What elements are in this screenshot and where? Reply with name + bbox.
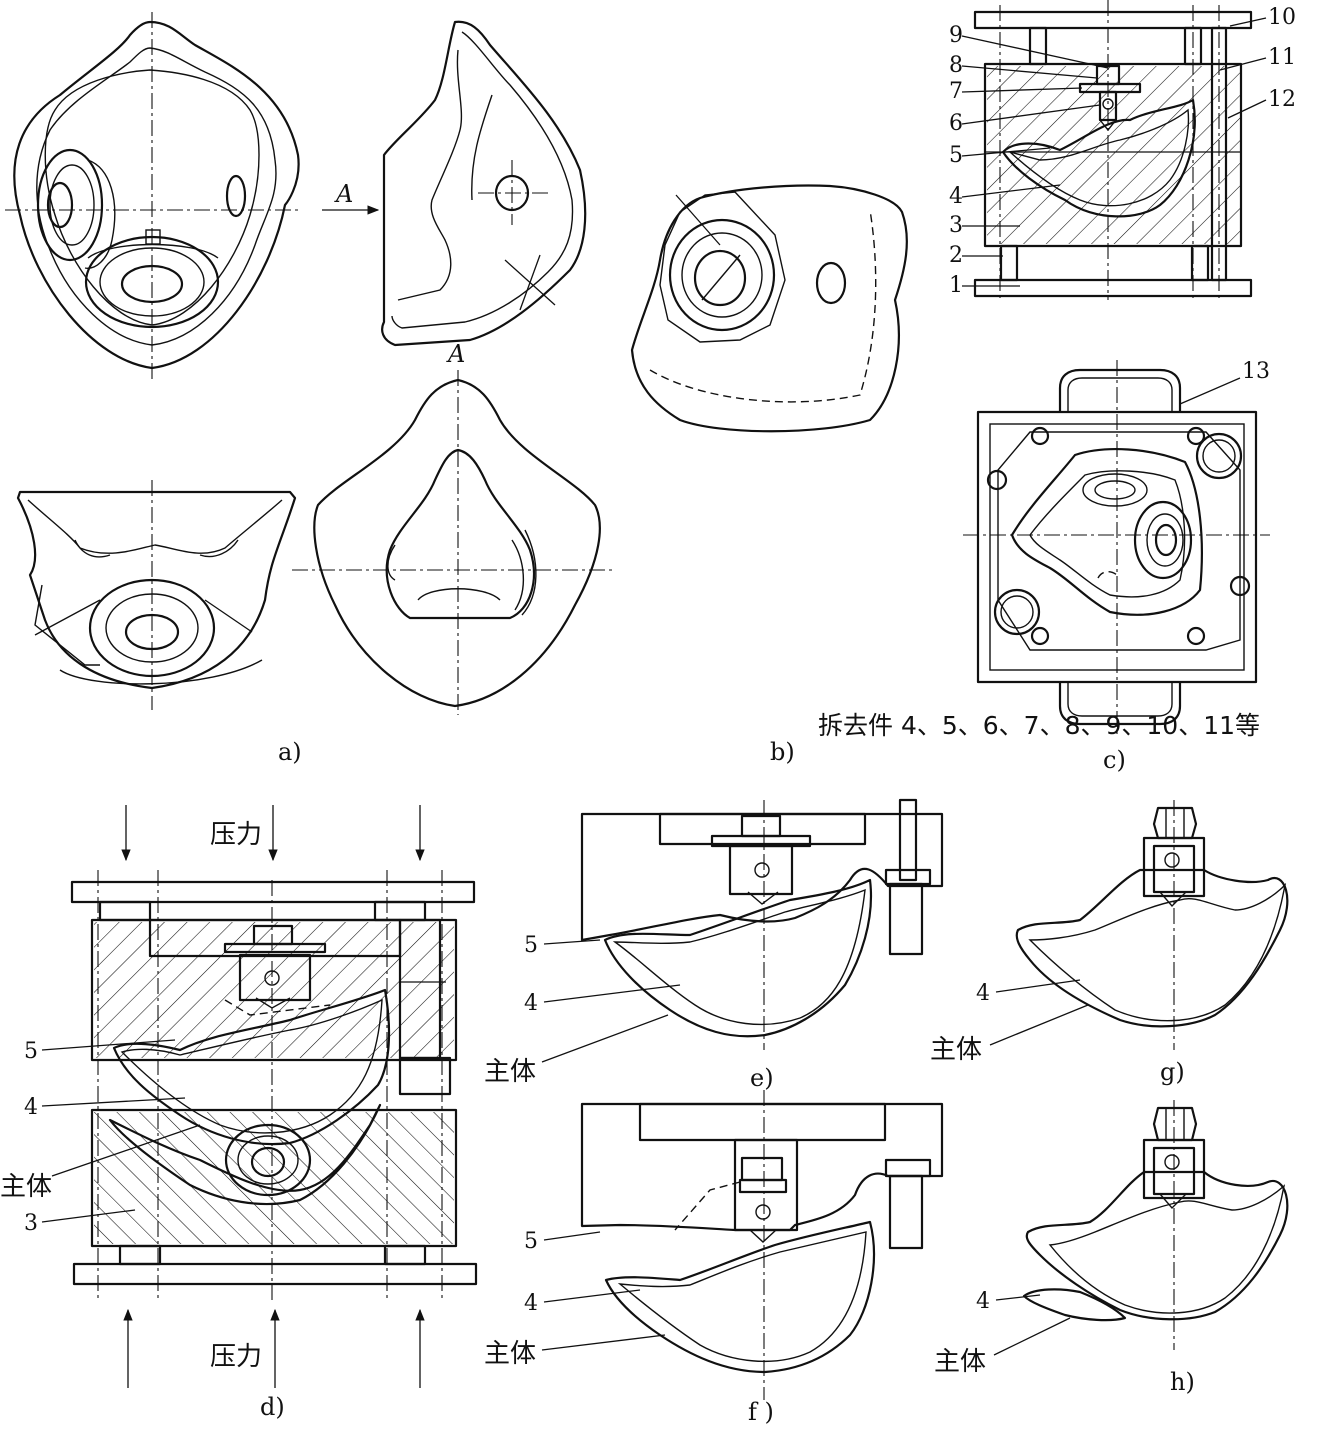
caption-g: g)	[1160, 1058, 1185, 1086]
callout-d-4: 4	[24, 1095, 38, 1120]
note-c: 拆去件 4、5、6、7、8、9、10、11等	[818, 711, 1260, 740]
callout-d-3: 3	[24, 1211, 38, 1236]
part-6-label: 6	[949, 111, 963, 136]
callout-d-5: 5	[24, 1039, 38, 1064]
part-callouts-e: 5 4 主体	[484, 933, 681, 1087]
main-body-label-d: 主体	[0, 1172, 52, 1202]
part-callouts-f: 5 4 主体	[484, 1229, 666, 1369]
caption-f: f )	[748, 1398, 774, 1426]
panel-b: b)	[630, 184, 908, 766]
part-13-label: 13	[1242, 359, 1270, 384]
part-7-label: 7	[949, 79, 963, 104]
part-2-label: 2	[949, 243, 963, 268]
caption-e: e)	[750, 1064, 774, 1092]
force-arrows-top: 压力	[121, 805, 425, 862]
callout-e-4: 4	[524, 991, 538, 1016]
mold-section: 1 2 3 4 5 6 7 8 9 10 11	[949, 0, 1296, 300]
callout-f-4: 4	[524, 1291, 538, 1316]
part-callouts-c: 1 2 3 4 5 6 7 8 9 10 11	[949, 5, 1296, 298]
panel-a: A	[5, 12, 612, 766]
callout-f-5: 5	[524, 1229, 538, 1254]
mask-side-view	[381, 20, 587, 347]
main-body-label-e: 主体	[484, 1057, 536, 1087]
panel-e: 5 4 主体 e)	[484, 798, 944, 1092]
part-callouts-d: 5 4 主体 3	[0, 1039, 201, 1236]
panel-h: 4 主体 h)	[934, 1100, 1289, 1396]
caption-a: a)	[278, 738, 302, 766]
main-body-label-h: 主体	[934, 1347, 986, 1377]
main-body-label-g: 主体	[930, 1035, 982, 1065]
view-label-a: A	[334, 180, 353, 208]
panel-c: 1 2 3 4 5 6 7 8 9 10 11	[818, 0, 1296, 774]
caption-b: b)	[770, 738, 795, 766]
part-3-label: 3	[949, 213, 963, 238]
callout-h-4: 4	[976, 1289, 990, 1314]
section-label-a: A	[446, 340, 465, 368]
view-arrow-a: A	[322, 180, 380, 215]
part-4-label: 4	[949, 184, 963, 209]
part-12-label: 12	[1268, 87, 1296, 112]
callout-g-4: 4	[976, 981, 990, 1006]
part-callouts-h: 4 主体	[934, 1289, 1071, 1377]
caption-h: h)	[1170, 1368, 1195, 1396]
part-1-label: 1	[949, 273, 963, 298]
force-arrows-bottom: 压力	[123, 1308, 425, 1388]
panel-f: 5 4 主体 f )	[484, 1090, 944, 1426]
part-9-label: 9	[949, 23, 963, 48]
part-callouts-g: 4 主体	[930, 979, 1089, 1065]
main-body-label-f: 主体	[484, 1339, 536, 1369]
callout-e-5: 5	[524, 933, 538, 958]
force-label-bottom: 压力	[210, 1342, 262, 1372]
part-5-label: 5	[949, 143, 963, 168]
force-label-top: 压力	[210, 820, 262, 850]
mold-top-view: 13	[963, 359, 1270, 735]
caption-c: c)	[1103, 746, 1126, 774]
part-8-label: 8	[949, 53, 963, 78]
panel-g: 4 主体 g)	[930, 800, 1289, 1086]
part-11-label: 11	[1268, 45, 1296, 70]
mask-front-view	[5, 12, 300, 380]
mask-section-a-view: A	[292, 340, 612, 715]
panel-d: 压力 5 4	[0, 805, 478, 1421]
mask-bottom-view	[16, 480, 297, 710]
part-10-label: 10	[1268, 5, 1296, 30]
caption-d: d)	[260, 1393, 285, 1421]
